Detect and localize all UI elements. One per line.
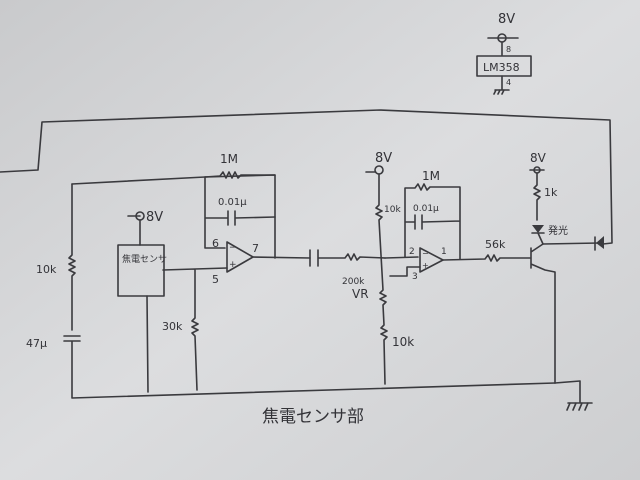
pot-label: VR	[352, 287, 369, 301]
stage2-amplifier: 8V 10k 200k VR 10k 1M 0.01μ − + 2 3 1	[342, 151, 461, 385]
led-label: 発光	[548, 224, 568, 237]
stage1-amplifier: 10k 47μ 1M 0.01μ − + 6 5 7 30k 焦電センサ 8V	[26, 152, 556, 399]
transistor-icon	[530, 243, 556, 384]
driver-supply-label: 8V	[530, 151, 547, 165]
pin1-label: 1	[441, 247, 447, 257]
opamp2-icon	[419, 247, 444, 273]
pyro-sensor-box	[117, 244, 165, 297]
ground-icon	[554, 380, 593, 411]
svg-text:+: +	[422, 261, 429, 270]
vcc-pin-label: 8	[506, 45, 511, 54]
fb-resistor1-label: 1M	[220, 152, 238, 166]
led-icon	[532, 225, 544, 233]
pyro-sensor-label: 焦電センサ	[122, 253, 167, 265]
svg-text:+: +	[229, 260, 237, 270]
caption: 焦電センサ部	[262, 407, 364, 427]
svg-text:−: −	[422, 249, 429, 258]
sensor-supply-label: 8V	[146, 210, 163, 225]
stage2-supply-label: 8V	[375, 151, 392, 166]
fb-capacitor1-label: 0.01μ	[218, 197, 247, 208]
coupling-capacitor	[309, 249, 386, 267]
decoupling-capacitor-label: 47μ	[26, 337, 47, 350]
fb-resistor2-label: 1M	[422, 169, 440, 183]
gnd-pin-label: 4	[506, 78, 511, 87]
fb-capacitor2-label: 0.01μ	[413, 204, 439, 214]
ic-name: LM358	[483, 61, 520, 74]
photodiode-icon	[596, 236, 604, 249]
pin5-label: 5	[212, 273, 219, 286]
pot-value-label: 200k	[342, 277, 365, 287]
lower-resistor-label: 10k	[392, 335, 414, 349]
opamp1-icon	[226, 241, 254, 273]
lm358-power-block: 8V 8 LM358 4	[476, 12, 532, 95]
top-loop-wire	[0, 109, 613, 245]
led-driver: 56k 8V 1k 発光	[442, 151, 604, 384]
svg-text:−: −	[229, 243, 237, 253]
divider-resistor-label: 10k	[36, 263, 57, 276]
base-resistor-label: 56k	[485, 238, 506, 251]
led-resistor-label: 1k	[544, 186, 558, 199]
pulldown-resistor-label: 30k	[162, 320, 183, 333]
supply-label: 8V	[498, 12, 515, 27]
ic-box	[476, 55, 532, 77]
upper-resistor-label: 10k	[384, 205, 401, 215]
pin6-label: 6	[212, 237, 219, 250]
pin7-label: 7	[252, 242, 259, 255]
pin3-label: 3	[412, 272, 418, 282]
pin2-label: 2	[409, 247, 415, 257]
